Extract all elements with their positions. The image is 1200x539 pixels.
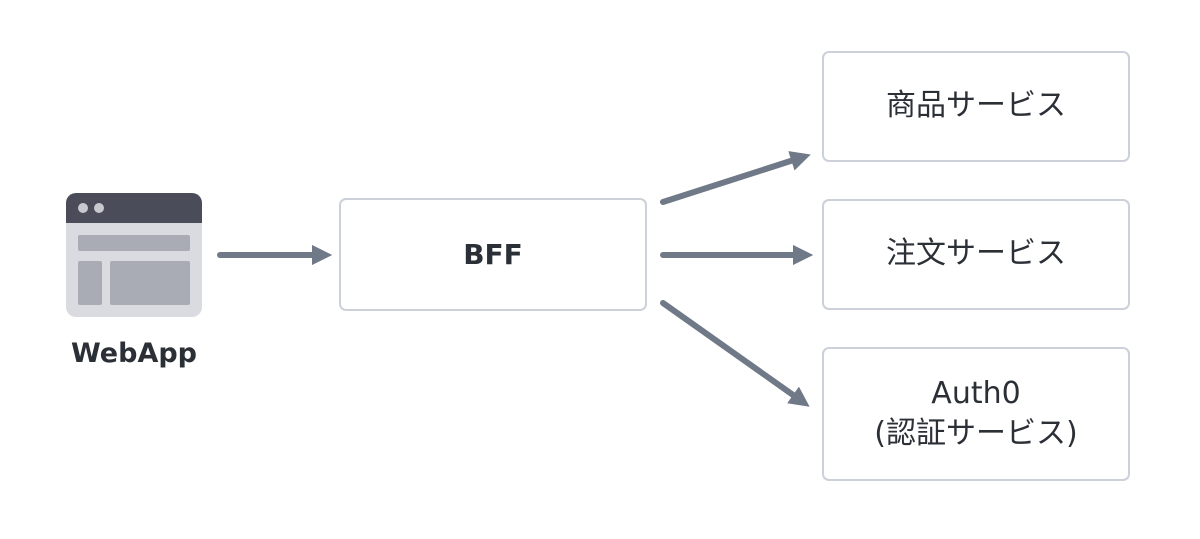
bff-node: BFF [339, 198, 647, 311]
page-sidebar-block [78, 261, 102, 305]
browser-titlebar [66, 193, 202, 223]
auth-service-description: (認証サービス) [874, 416, 1078, 451]
window-dot-icon [94, 203, 104, 213]
webapp-label: WebApp [70, 338, 197, 369]
arrow-bff-to-auth [660, 300, 810, 407]
browser-window-icon [66, 193, 202, 317]
product-service-label: 商品サービス [886, 88, 1066, 124]
page-content-block [110, 261, 190, 305]
order-service-label: 注文サービス [886, 236, 1066, 272]
window-dot-icon [78, 203, 88, 213]
product-service-node: 商品サービス [822, 51, 1130, 162]
order-service-node: 注文サービス [822, 199, 1130, 310]
page-header-block [78, 235, 190, 251]
bff-label: BFF [463, 237, 523, 271]
arrow-bff-to-product [660, 151, 811, 205]
auth-service-name: Auth0 [931, 375, 1021, 411]
auth-service-node: Auth0 (認証サービス) [822, 347, 1130, 481]
